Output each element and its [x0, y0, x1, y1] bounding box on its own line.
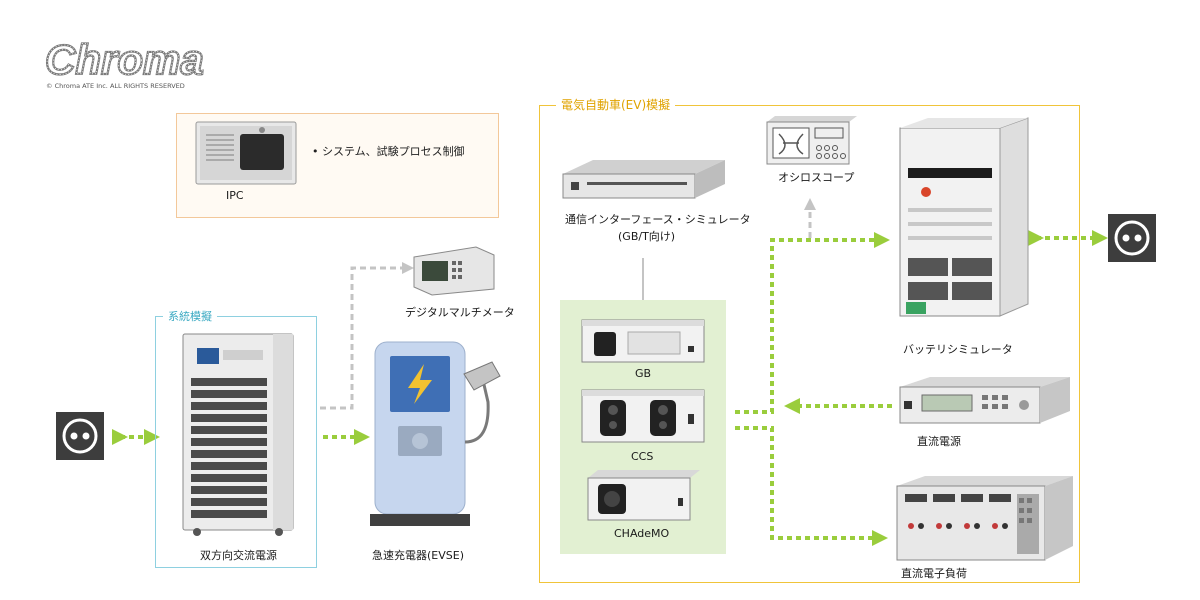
chademo-device [587, 470, 700, 521]
evse-label: 急速充電器(EVSE) [372, 549, 464, 562]
evse-device [370, 341, 501, 526]
line-panel-load [735, 426, 888, 546]
gb-device [581, 319, 705, 363]
dc-load-label: 直流電子負荷 [901, 567, 967, 580]
comm-simulator-device [562, 160, 725, 199]
outlet-right-icon [1108, 214, 1156, 262]
dc-load-device [896, 476, 1073, 561]
comm-sim-label-2: (GB/T向け) [618, 230, 676, 243]
chroma-logo: Chroma Chroma [44, 38, 205, 82]
svg-text:Chroma: Chroma [45, 38, 204, 82]
ipc-label: IPC [226, 189, 244, 202]
battery-simulator-device [899, 117, 1029, 317]
multimeter-label: デジタルマルチメータ [405, 306, 515, 319]
ev-sim-title: 電気自動車(EV)模擬 [556, 96, 676, 113]
line-to-meter [320, 262, 414, 410]
ipc-device [195, 121, 297, 185]
outlet-icon [56, 412, 104, 460]
ipc-bullet-text: • システム、試験プロセス制御 [312, 145, 465, 158]
oscilloscope-device [766, 116, 857, 165]
dc-supply-label: 直流電源 [917, 435, 961, 448]
ac-source-label: 双方向交流電源 [200, 549, 277, 562]
grid-sim-title: 系統模擬 [163, 308, 217, 324]
copyright-text: © Chroma ATE Inc. ALL RIGHTS RESERVED [46, 82, 185, 90]
svg-text:Chroma: Chroma [45, 38, 204, 82]
ccs-label: CCS [631, 450, 654, 463]
oscilloscope-label: オシロスコープ [778, 171, 855, 184]
gb-label: GB [635, 367, 652, 380]
ev-sim-frame [539, 105, 1080, 583]
grid-sim-frame [155, 316, 317, 568]
battery-sim-label: バッテリシミュレータ [903, 343, 1013, 356]
multimeter-device [413, 246, 495, 296]
ac-source-device [182, 333, 294, 536]
comm-sim-label-1: 通信インターフェース・シミュレータ [565, 213, 751, 226]
dc-supply-device [899, 377, 1070, 424]
line-panel-battery [735, 232, 890, 414]
chademo-label: CHAdeMO [614, 527, 670, 540]
ccs-device [581, 389, 705, 443]
